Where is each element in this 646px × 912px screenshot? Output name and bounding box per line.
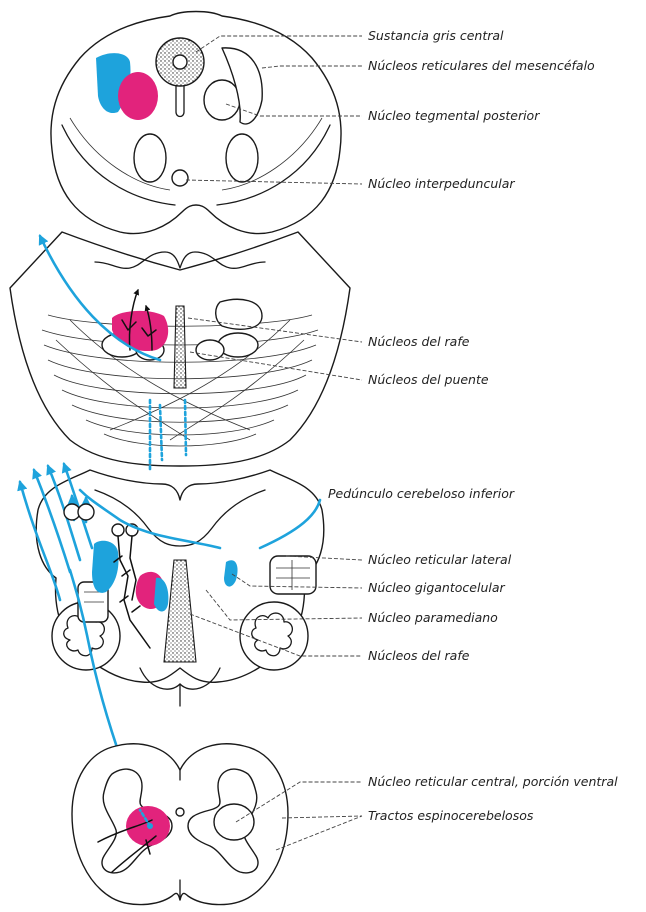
label-nucleo-reticular-lateral: Núcleo reticular lateral bbox=[368, 552, 512, 567]
label-nucleos-puente: Núcleos del puente bbox=[368, 372, 489, 387]
inferior-olive-right-frame bbox=[240, 602, 308, 670]
label-tractos-espinocerebelosos: Tractos espinocerebelosos bbox=[368, 808, 534, 823]
pons-section bbox=[10, 232, 350, 470]
ventral-reticular-region-right bbox=[214, 804, 254, 840]
midbrain-section bbox=[51, 12, 341, 234]
label-nucleos-rafe-puente: Núcleos del rafe bbox=[368, 334, 470, 349]
substantia-nigra-left bbox=[134, 134, 166, 182]
label-pedunculo-cerebeloso-inferior: Pedúnculo cerebeloso inferior bbox=[328, 486, 515, 501]
cerebral-aqueduct bbox=[173, 55, 187, 69]
label-nucleo-interpeduncular: Núcleo interpeduncular bbox=[368, 176, 515, 191]
pontine-raphe-nuclei bbox=[174, 306, 186, 388]
label-sustancia-gris-central: Sustancia gris central bbox=[368, 28, 504, 43]
label-nucleos-rafe-bulbo: Núcleos del rafe bbox=[368, 648, 470, 663]
label-nucleo-reticular-central: Núcleo reticular central, porción ventra… bbox=[368, 774, 618, 789]
label-nucleo-tegmental-posterior: Núcleo tegmental posterior bbox=[368, 108, 540, 123]
label-nucleo-gigantocelular: Núcleo gigantocelular bbox=[368, 580, 505, 595]
lateral-reticular-nucleus bbox=[270, 556, 316, 594]
small-circle-1 bbox=[112, 524, 124, 536]
central-canal bbox=[176, 808, 184, 816]
interpeduncular-nucleus bbox=[172, 170, 188, 186]
labels: Sustancia gris central Núcleos reticular… bbox=[328, 28, 618, 823]
magenta-nucleus-midbrain bbox=[118, 72, 158, 120]
substantia-nigra-right bbox=[226, 134, 258, 182]
spinal-cord-section bbox=[72, 744, 288, 905]
posterior-tegmental-nucleus bbox=[204, 80, 240, 120]
label-nucleos-reticulares-mesencefalo: Núcleos reticulares del mesencéfalo bbox=[368, 58, 595, 73]
label-nucleo-paramediano: Núcleo paramediano bbox=[368, 610, 498, 625]
pontine-nucleus-right-1 bbox=[218, 333, 258, 357]
